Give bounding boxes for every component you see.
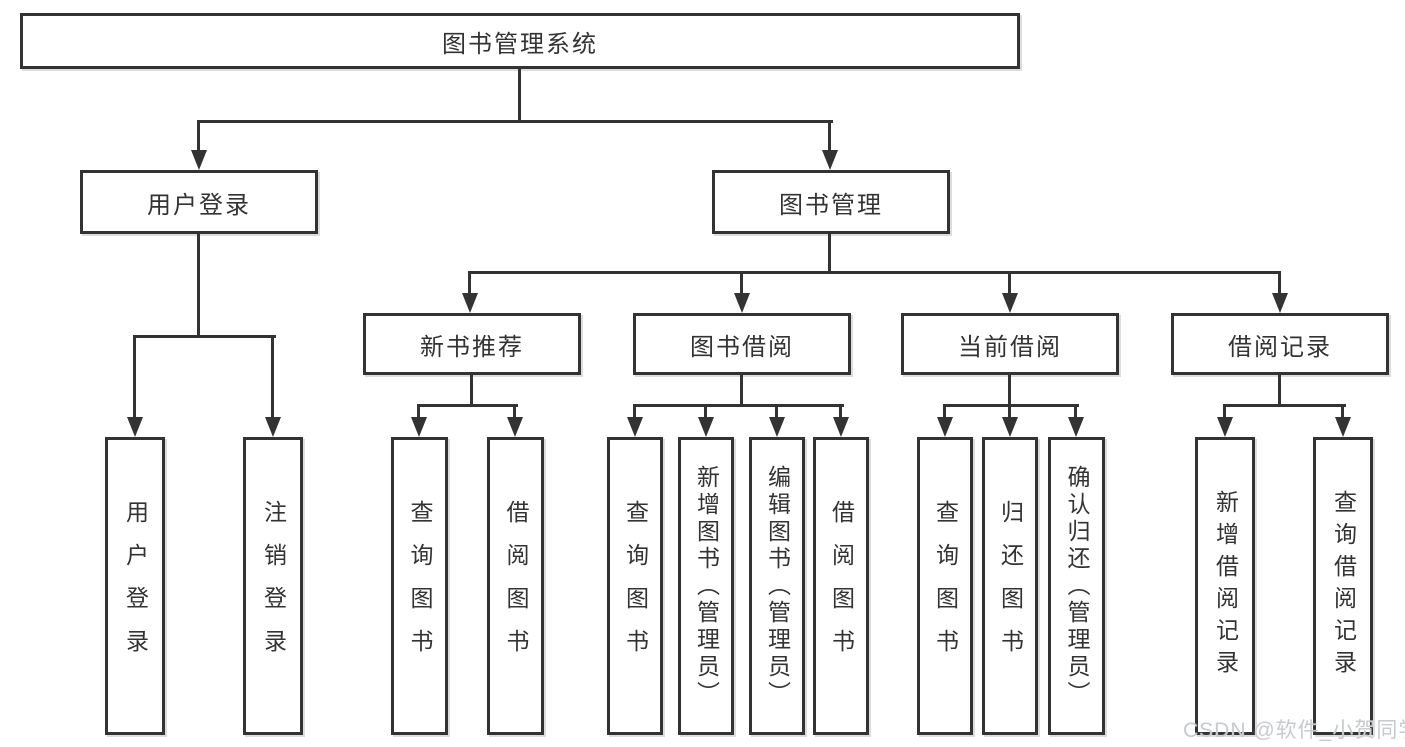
connector-group-stem [1008,375,1011,406]
node-label: 用户登录 [147,191,251,219]
arrow-head [1335,417,1351,437]
connector-group-stem [1278,375,1281,406]
node-label: 图书借阅 [690,333,794,361]
node-query-borrow-record: 查询借阅记录 [1313,437,1373,735]
node-book-management: 图书管理 [712,170,950,234]
node-label: 编辑图书（管理员） [764,464,791,708]
node-label: 归还图书 [997,500,1024,672]
connector-l3-stem [1008,271,1011,295]
node-label: 图书管理系统 [442,30,598,58]
arrow-head [507,417,523,437]
node-label: 借阅图书 [828,500,855,672]
connector-mgmt-down [828,234,831,274]
node-label: 查询借阅记录 [1330,490,1357,682]
node-query-books-recommend: 查询图书 [391,437,448,735]
node-add-books-admin: 新增图书（管理员） [678,437,734,735]
connector-leaf-stem [1008,404,1011,419]
arrow-head [1068,417,1084,437]
connector-root-hline [197,120,833,123]
arrow-head [1272,293,1288,313]
connector-leaf-stem [133,335,136,419]
connector-l3-stem [468,271,471,295]
node-new-book-recommend: 新书推荐 [363,313,581,375]
node-label: 确认归还（管理员） [1064,464,1090,708]
connector-leaf-stem [839,404,842,419]
node-current-borrowing: 当前借阅 [901,313,1119,375]
node-label: 新增借阅记录 [1212,490,1239,682]
connector-group-hline [633,404,844,407]
node-label: 用户登录 [122,500,149,672]
connector-login-hline [133,335,276,338]
connector-mgmt-stem [828,120,831,152]
node-label: 借阅记录 [1228,333,1332,361]
arrow-head [937,417,953,437]
connector-leaf-stem [633,404,636,419]
node-label: 借阅图书 [503,500,529,672]
arrow-head [462,293,478,313]
connector-login-stem [197,120,200,152]
arrow-head [1002,417,1018,437]
arrow-head [769,417,785,437]
node-query-books-current: 查询图书 [917,437,973,735]
node-confirm-return-admin: 确认归还（管理员） [1048,437,1105,735]
node-edit-books-admin: 编辑图书（管理员） [749,437,805,735]
connector-l3-stem [1278,271,1281,295]
arrow-head [1217,417,1233,437]
node-label: 当前借阅 [958,333,1062,361]
connector-group-hline [417,404,518,407]
connector-leaf-stem [1223,404,1226,419]
node-label: 查询图书 [622,500,649,672]
connector-leaf-stem [513,404,516,419]
node-book-borrowing: 图书借阅 [633,313,851,375]
node-label: 查询图书 [932,500,959,672]
arrow-head [265,417,281,437]
connector-leaf-stem [704,404,707,419]
connector-leaf-stem [271,335,274,419]
arrow-head [191,150,207,170]
node-label: 新增图书（管理员） [693,464,720,708]
connector-leaf-stem [1341,404,1344,419]
arrow-head [734,293,750,313]
connector-group-stem [740,375,743,406]
arrow-head [698,417,714,437]
connector-group-stem [470,375,473,406]
node-user-login-leaf: 用户登录 [105,437,165,735]
node-library-management-system: 图书管理系统 [20,13,1020,69]
node-add-borrow-record: 新增借阅记录 [1195,437,1255,735]
node-borrow-books-recommend: 借阅图书 [487,437,544,735]
connector-root-stem [518,69,521,120]
connector-mgmt-hline [468,271,1281,274]
node-borrow-books: 借阅图书 [813,437,869,735]
connector-leaf-stem [775,404,778,419]
node-label: 查询图书 [407,500,433,672]
node-borrowing-records: 借阅记录 [1171,313,1389,375]
connector-l3-stem [740,271,743,295]
node-logout: 注销登录 [243,437,303,735]
arrow-head [127,417,143,437]
arrow-head [627,417,643,437]
connector-leaf-stem [943,404,946,419]
node-label: 注销登录 [260,500,287,672]
node-query-books-borrowing: 查询图书 [607,437,663,735]
connector-group-hline [943,404,1079,407]
arrow-head [411,417,427,437]
node-user-login: 用户登录 [80,170,318,234]
node-label: 新书推荐 [420,333,524,361]
connector-leaf-stem [417,404,420,419]
node-return-books: 归还图书 [982,437,1038,735]
csdn-watermark: CSDN @软件_小贺同学 [1183,719,1405,742]
arrow-head [833,417,849,437]
arrow-head [822,150,838,170]
connector-group-hline [1223,404,1346,407]
connector-login-down [197,234,200,338]
arrow-head [1002,293,1018,313]
node-label: 图书管理 [779,191,883,219]
connector-leaf-stem [1074,404,1077,419]
